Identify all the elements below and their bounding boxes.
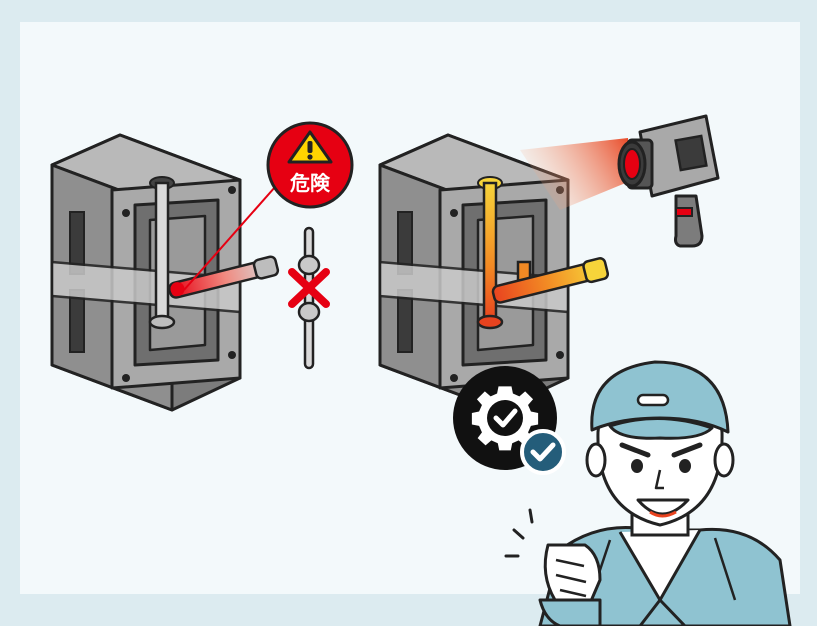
warning-triangle-icon: [287, 130, 333, 164]
thermal-camera-icon: [617, 114, 720, 248]
red-x-icon: [288, 268, 330, 308]
right-mold: [378, 133, 610, 412]
gear-check-icon: [453, 366, 566, 475]
thermal-beam: [520, 138, 628, 210]
left-mold: [50, 133, 280, 412]
danger-label: 危険: [290, 171, 331, 195]
ng-pin-diagram: [288, 226, 330, 370]
worker-character: [504, 360, 792, 626]
danger-badge: 危険: [266, 121, 354, 209]
danger-pointer-line: [183, 177, 284, 291]
